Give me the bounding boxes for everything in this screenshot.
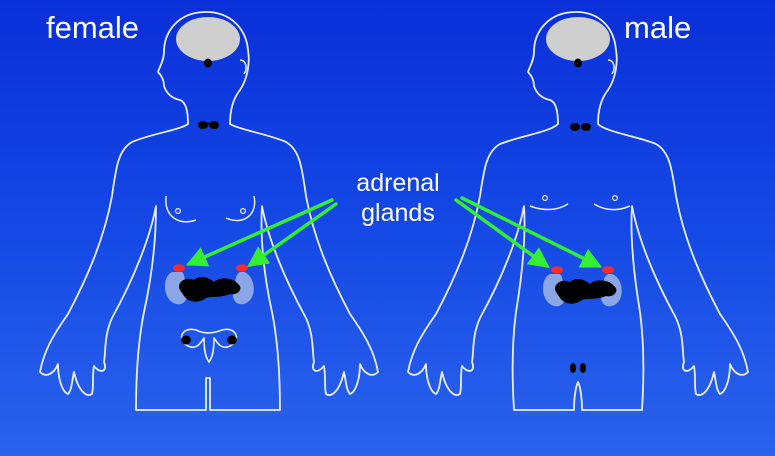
- female-ear: [239, 59, 247, 75]
- female-thyroid-lobe-left: [198, 121, 208, 129]
- male-thyroid-lobe-left: [570, 123, 580, 131]
- male-label: male: [624, 10, 692, 45]
- female-adrenal-left: [173, 264, 185, 272]
- male-thyroid-lobe-right: [581, 123, 591, 131]
- female-brain: [176, 17, 240, 61]
- arrow-female-left: [185, 198, 334, 267]
- male-nipple-left: [541, 195, 548, 202]
- male-adrenal-right: [602, 266, 614, 274]
- female-nipple-right: [240, 208, 247, 215]
- adrenal-glands-label: adrenal glands: [335, 168, 461, 228]
- male-testis-right: [579, 363, 587, 373]
- male-nipple-right: [611, 195, 618, 202]
- male-pancreas: [555, 278, 617, 304]
- male-chest-left: [529, 203, 569, 211]
- male-pituitary-gland: [574, 58, 582, 68]
- male-ear: [607, 59, 615, 75]
- female-body-outline: [39, 11, 379, 411]
- arrow-male-right: [460, 196, 603, 268]
- male-brain: [546, 17, 610, 61]
- female-reproductive-organs: [180, 328, 238, 364]
- female-kidney-right: [232, 272, 254, 305]
- female-nipple-left: [175, 208, 182, 215]
- male-chest-right: [593, 203, 631, 211]
- female-pancreas: [179, 276, 241, 302]
- male-body-outline: [407, 11, 749, 411]
- female-chest-right: [225, 195, 256, 222]
- male-figure: [407, 11, 749, 411]
- female-ovary-left: [181, 335, 191, 345]
- arrow-female-right: [247, 202, 338, 268]
- adrenal-label-line1: adrenal: [356, 169, 440, 197]
- male-adrenal-left: [551, 266, 563, 274]
- female-chest-left: [165, 195, 197, 223]
- adrenal-label-line2: glands: [361, 199, 435, 227]
- female-thyroid-lobe-right: [209, 121, 219, 129]
- female-pituitary-gland: [204, 58, 212, 68]
- female-label: female: [46, 10, 140, 45]
- female-figure: [39, 11, 379, 411]
- female-kidney-left: [164, 272, 188, 305]
- male-testis-left: [569, 363, 577, 373]
- female-adrenal-right: [236, 264, 248, 272]
- adrenal-arrows: [185, 196, 603, 269]
- arrow-male-left: [454, 198, 550, 269]
- female-ovary-right: [227, 335, 237, 345]
